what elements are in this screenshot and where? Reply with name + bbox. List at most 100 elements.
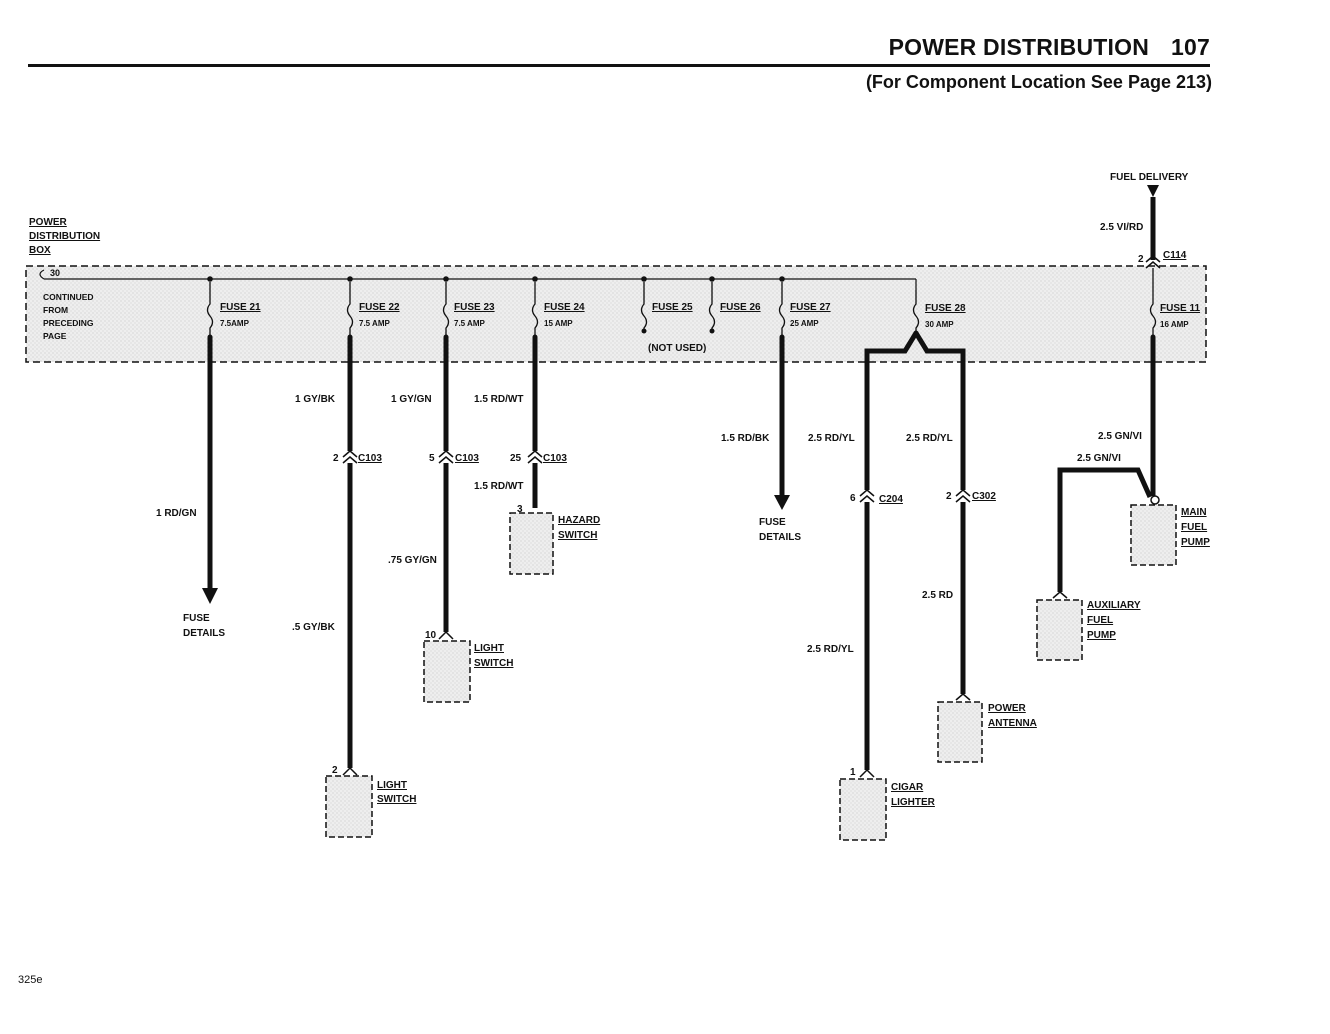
wire-fuse28a-label: 2.5 RD/YL [808, 433, 855, 444]
continued-line-1: CONTINUED [43, 292, 94, 302]
aux-fuel-pump-label-2: FUEL [1087, 615, 1113, 626]
c103a-label: C103 [358, 453, 382, 464]
connector-c114-symbol [1145, 255, 1161, 269]
footer-page-id: 325e [18, 974, 43, 986]
fuel-delivery-arrow [1147, 185, 1159, 197]
cigar-lighter-pin-symbol [859, 768, 875, 778]
light-switch-2-box [325, 775, 373, 838]
fuse-28-rating: 30 AMP [925, 320, 954, 329]
fuse-21-name: FUSE 21 [220, 302, 261, 313]
wire-fuse11a-label: 2.5 GN/VI [1098, 431, 1142, 442]
wire-fuse27-label: 1.5 RD/BK [721, 433, 770, 444]
fuse-details-1b: DETAILS [183, 628, 225, 639]
fuse-28-name: FUSE 28 [925, 303, 966, 314]
fuse-27-name: FUSE 27 [790, 302, 831, 313]
main-fuel-pump-box [1130, 504, 1177, 566]
hazard-switch-label-1: HAZARD [558, 515, 600, 526]
wire-fuse22b-label: .5 GY/BK [292, 622, 336, 633]
page-title: POWER DISTRIBUTION 107 [889, 34, 1210, 61]
fuse-details-1a: FUSE [183, 613, 210, 624]
fuse-details-2a: FUSE [759, 517, 786, 528]
c103c-pin: 25 [510, 453, 522, 464]
connector-c103a-symbol [342, 450, 358, 464]
hazard-switch-label-2: SWITCH [558, 530, 597, 541]
fuse-24-rating: 15 AMP [544, 319, 573, 328]
light-switch-2-pin: 2 [332, 765, 338, 776]
arrow-fuse-details-1 [202, 588, 218, 604]
wire-fuse24b-label: 1.5 RD/WT [474, 481, 523, 492]
fuse-25: FUSE 25 [640, 276, 693, 334]
light-switch-2-label-2: SWITCH [377, 794, 416, 805]
light-switch-1-label-2: SWITCH [474, 658, 513, 669]
fuse-26: FUSE 26 [708, 276, 761, 334]
wire-fuse28b-label: 2.5 RD/YL [906, 433, 953, 444]
aux-pump-pin-symbol [1052, 591, 1068, 599]
cigar-lighter-pin: 1 [850, 767, 856, 778]
connector-c103c-symbol [527, 450, 543, 464]
terminal-30-hook [39, 269, 45, 280]
power-distribution-box [25, 265, 1207, 363]
wire-fuse11b-label: 2.5 GN/VI [1077, 453, 1121, 464]
wire-fuse21-label: 1 RD/GN [156, 508, 197, 519]
wire-fuse28-right [913, 331, 966, 490]
wire-fuse22a-label: 1 GY/BK [295, 394, 336, 405]
hazard-switch-pin: 3 [517, 504, 523, 515]
wire-fuse24a-label: 1.5 RD/WT [474, 394, 523, 405]
light-switch-1-pin-symbol [438, 630, 454, 640]
c302-pin: 2 [946, 491, 952, 502]
page-number: 107 [1171, 34, 1210, 60]
light-switch-1-label-1: LIGHT [474, 643, 504, 654]
connector-c302-symbol [955, 489, 971, 503]
wire-fuse28c-label: 2.5 RD/YL [807, 644, 854, 655]
fuse-21-rating: 7.5AMP [220, 319, 250, 328]
terminal-30-label: 30 [50, 268, 60, 278]
hazard-switch-box [509, 512, 554, 575]
c103b-pin: 5 [429, 453, 435, 464]
c103b-label: C103 [455, 453, 479, 464]
main-fuel-pump-label-2: FUEL [1181, 522, 1207, 533]
continued-line-3: PRECEDING [43, 318, 94, 328]
main-fuel-pump-label-1: MAIN [1181, 507, 1207, 518]
pdb-label-3: BOX [29, 245, 51, 256]
aux-fuel-pump-label-1: AUXILIARY [1087, 600, 1141, 611]
c114-label: C114 [1163, 250, 1187, 261]
pdb-label-1: POWER [29, 217, 68, 228]
power-antenna-pin-symbol [955, 693, 971, 701]
fuse-11-rating: 16 AMP [1160, 320, 1189, 329]
cigar-lighter-label-1: CIGAR [891, 782, 924, 793]
c204-label: C204 [879, 494, 903, 505]
fuse-22-name: FUSE 22 [359, 302, 400, 313]
power-antenna-label-2: ANTENNA [988, 718, 1037, 729]
not-used-label: (NOT USED) [648, 343, 706, 354]
continued-line-4: PAGE [43, 331, 67, 341]
connector-c103b-symbol [438, 450, 454, 464]
c103a-pin: 2 [333, 453, 339, 464]
cigar-lighter-box [839, 778, 887, 841]
pdb-label-2: DISTRIBUTION [29, 231, 100, 242]
fuse-26-name: FUSE 26 [720, 302, 761, 313]
light-switch-1-pin: 10 [425, 630, 437, 641]
fuse-25-name: FUSE 25 [652, 302, 693, 313]
continued-line-2: FROM [43, 305, 68, 315]
wire-fuse28-left [864, 331, 919, 490]
fuse-details-2b: DETAILS [759, 532, 801, 543]
wire-fuse23a-label: 1 GY/GN [391, 394, 432, 405]
title-text: POWER DISTRIBUTION [888, 34, 1150, 60]
aux-fuel-pump-box [1036, 599, 1083, 661]
power-antenna-label-1: POWER [988, 703, 1027, 714]
fuel-delivery-label: FUEL DELIVERY [1110, 172, 1189, 183]
power-antenna-box [937, 701, 983, 763]
fuse-22-rating: 7.5 AMP [359, 319, 390, 328]
fuse-11-name: FUSE 11 [1160, 303, 1200, 314]
light-switch-2-label-1: LIGHT [377, 780, 407, 791]
wire-fuel-in-label: 2.5 VI/RD [1100, 222, 1143, 233]
aux-fuel-pump-label-3: PUMP [1087, 630, 1116, 641]
splice-fuse11 [1150, 495, 1160, 505]
c204-pin: 6 [850, 493, 856, 504]
page-subtitle: (For Component Location See Page 213) [865, 72, 1212, 92]
wire-aux-pump [1057, 467, 1153, 592]
wire-fuse23b-label: .75 GY/GN [388, 555, 437, 566]
light-switch-1-box [423, 640, 471, 703]
main-fuel-pump-label-3: PUMP [1181, 537, 1210, 548]
